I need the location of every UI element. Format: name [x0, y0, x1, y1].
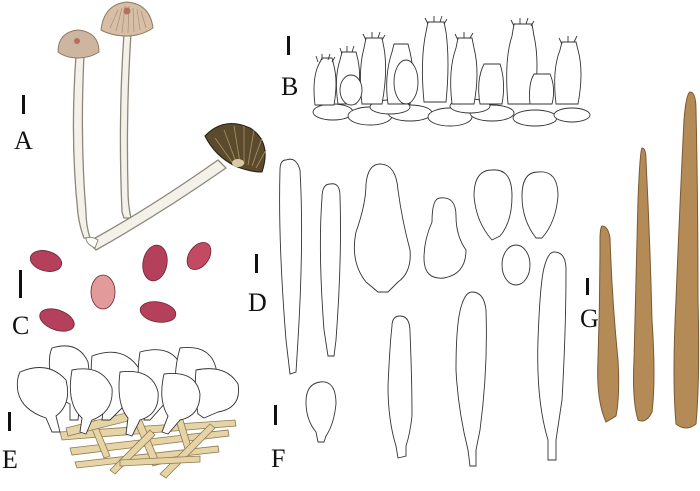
basidioma-small — [57, 29, 100, 239]
basidioma-dark — [85, 122, 267, 251]
scale-bar-b — [287, 36, 290, 55]
scale-bar-f — [274, 405, 277, 425]
panel-a-basidiomata — [57, 1, 267, 251]
scale-bar-e — [8, 412, 11, 431]
panel-e-pileipellis — [16, 345, 240, 479]
panel-label-d: D — [248, 288, 267, 317]
basidium-row — [313, 21, 582, 106]
panel-label-b: B — [281, 72, 299, 101]
panel-b-basidia — [312, 15, 591, 127]
panel-g-setae — [597, 91, 700, 429]
panel-label-a: A — [14, 126, 33, 155]
panel-label-e: E — [2, 445, 18, 474]
sterigmata — [315, 15, 578, 63]
panel-label-f: F — [271, 444, 286, 473]
scale-bar-c — [19, 270, 22, 298]
panel-label-g: G — [580, 304, 599, 333]
panel-label-c: C — [12, 311, 30, 340]
scale-bar-a — [22, 95, 25, 114]
basidioma-tall — [100, 1, 154, 219]
panel-c-basidiospores — [29, 242, 212, 332]
panel-f-caulocystidia — [305, 251, 567, 467]
pileipellis-cells — [16, 345, 240, 437]
scale-bar-d — [255, 254, 258, 273]
scale-bar-g — [586, 278, 589, 295]
panel-d-cheilocystidia — [279, 158, 559, 375]
